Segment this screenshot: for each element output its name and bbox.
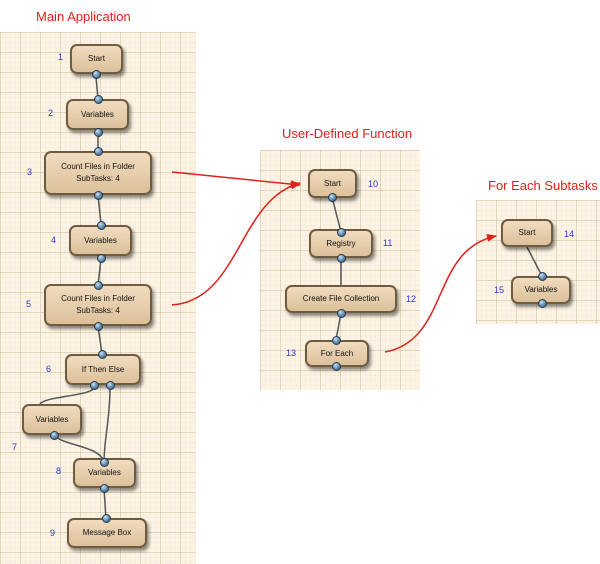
branch-variables-output-port[interactable] [50, 431, 59, 440]
main-variables-2-label: Variables [84, 235, 117, 245]
step-number-13: 13 [286, 348, 297, 358]
main-variables-2-output-port[interactable] [97, 254, 106, 263]
step-number-5: 5 [26, 299, 32, 309]
main-start-label: Start [88, 54, 105, 63]
if-then-else-output-port-right[interactable] [106, 381, 115, 390]
step-number-9: 9 [50, 528, 56, 538]
udf-start-label: Start [324, 178, 341, 188]
step-number-14: 14 [564, 229, 575, 239]
if-then-else-input-port[interactable] [98, 350, 107, 359]
create-file-collection-output-port[interactable] [337, 309, 346, 318]
message-box-input-port[interactable] [102, 514, 111, 523]
step-number-2: 2 [48, 108, 54, 118]
create-file-collection-label: Create File Collection [302, 294, 380, 303]
fe-start-label: Start [518, 228, 536, 237]
for-each-label: For Each [320, 348, 354, 358]
count-files-1-subtasks: SubTasks: 4 [76, 174, 120, 183]
user-defined-function-title: User-Defined Function [282, 126, 413, 141]
count-files-2-subtasks: SubTasks: 4 [76, 306, 120, 315]
udf-start-output-port[interactable] [328, 193, 337, 202]
main-variables-3-input-port[interactable] [100, 458, 109, 467]
main-variables-1-input-port[interactable] [94, 95, 103, 104]
udf-start-node[interactable]: Start [308, 169, 357, 198]
step-number-15: 15 [494, 285, 505, 295]
step-number-11: 11 [383, 238, 393, 248]
main-variables-3-label: Variables [88, 468, 121, 477]
count-files-2-input-port[interactable] [94, 281, 103, 290]
registry-input-port[interactable] [337, 228, 346, 237]
main-variables-1-output-port[interactable] [94, 128, 103, 137]
step-number-1: 1 [58, 52, 64, 62]
step-number-6: 6 [46, 364, 52, 374]
fe-variables-output-port[interactable] [538, 299, 547, 308]
main-variables-1-label: Variables [81, 109, 114, 119]
for-each-subtasks-title: For Each Subtasks [488, 178, 598, 193]
for-each-output-port[interactable] [332, 362, 341, 371]
if-then-else-output-port-left[interactable] [90, 381, 99, 390]
for-each-input-port[interactable] [332, 336, 341, 345]
registry-output-port[interactable] [337, 254, 346, 263]
step-number-4: 4 [51, 235, 57, 245]
fe-start-node[interactable]: Start [501, 219, 553, 247]
step-number-3: 3 [27, 167, 33, 177]
step-number-10: 10 [368, 179, 379, 189]
main-variables-3-output-port[interactable] [100, 484, 109, 493]
if-then-else-label: If Then Else [81, 364, 125, 374]
fe-variables-label: Variables [524, 285, 558, 294]
message-box-node[interactable]: Message Box [67, 518, 147, 548]
count-files-1-node[interactable]: Count Files in Folder SubTasks: 4 [44, 151, 152, 195]
count-files-2-node[interactable]: Count Files in Folder SubTasks: 4 [44, 284, 152, 326]
main-start-output-port[interactable] [92, 70, 101, 79]
count-files-1-label: Count Files in Folder [61, 162, 135, 171]
step-number-8: 8 [56, 466, 62, 476]
main-variables-2-input-port[interactable] [97, 221, 106, 230]
registry-label: Registry [326, 238, 356, 248]
count-files-1-output-port[interactable] [94, 191, 103, 200]
fe-variables-input-port[interactable] [538, 272, 547, 281]
main-application-title: Main Application [36, 9, 131, 24]
step-number-12: 12 [406, 294, 417, 304]
branch-variables-label: Variables [35, 414, 69, 424]
count-files-1-input-port[interactable] [94, 147, 103, 156]
step-number-7: 7 [12, 442, 18, 452]
message-box-label: Message Box [82, 528, 132, 537]
count-files-2-label: Count Files in Folder [61, 294, 135, 303]
count-files-2-output-port[interactable] [94, 322, 103, 331]
